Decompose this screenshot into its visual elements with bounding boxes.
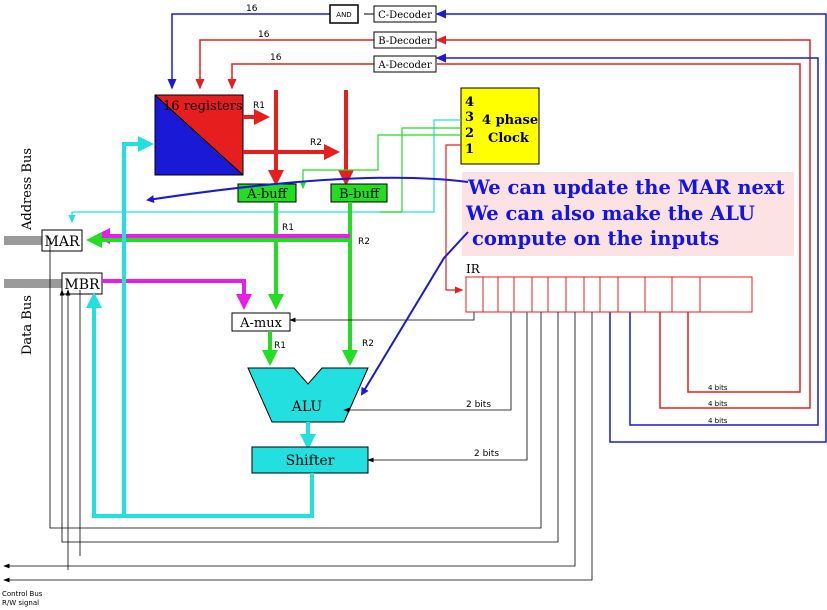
b-decoder-line: [435, 35, 811, 409]
annotation-line-3: compute on the inputs: [472, 227, 719, 250]
svg-text:R/W signal: R/W signal: [2, 599, 39, 607]
b-bus-line: [195, 39, 374, 90]
decoders: AND C-Decoder B-Decoder A-Decoder 16 16 …: [246, 4, 437, 73]
a-decoder-line: [435, 53, 819, 426]
a-decoder: [373, 55, 437, 73]
svg-text:R2: R2: [358, 237, 370, 247]
a-decoder-red-line: [437, 63, 801, 393]
svg-text:R1: R1: [282, 223, 294, 233]
annotation-line-2: We can also make the ALU: [465, 202, 755, 225]
svg-text:B-buff: B-buff: [339, 187, 381, 202]
c-decoder: [373, 5, 437, 23]
svg-text:R2: R2: [310, 138, 322, 148]
svg-text:A-buff: A-buff: [246, 187, 288, 202]
svg-text:2: 2: [465, 126, 474, 141]
svg-text:Control Bus: Control Bus: [2, 590, 43, 598]
svg-text:ALU: ALU: [291, 399, 323, 415]
clock: 4 3 2 1 4 phase Clock: [68, 87, 540, 294]
a-decoder-label: A-Decoder: [377, 60, 431, 71]
mar-path: MAR Address Bus: [4, 148, 350, 252]
alu: ALU 2 bits: [247, 312, 512, 450]
svg-text:4 phase: 4 phase: [482, 113, 538, 128]
c-decoder-label: C-Decoder: [378, 10, 432, 21]
c-bus-line: [167, 13, 330, 90]
instruction-register: IR 4 bits 4 bits 4 bits: [465, 262, 753, 425]
svg-text:3: 3: [465, 110, 474, 125]
buffers: A-buff B-buff R1 R2: [237, 183, 388, 366]
svg-text:Address Bus: Address Bus: [20, 148, 35, 231]
svg-text:4: 4: [465, 95, 474, 110]
registers-label: 16 registers: [163, 99, 243, 114]
svg-text:4 bits: 4 bits: [708, 417, 728, 425]
svg-text:Data Bus: Data Bus: [20, 295, 35, 355]
c-decoder-line: [435, 9, 827, 443]
and-gate: [329, 4, 359, 24]
svg-text:4 bits: 4 bits: [708, 384, 728, 392]
register-outputs: R1 R2: [243, 90, 354, 186]
register-file: 16 registers: [154, 94, 244, 176]
svg-text:R1: R1: [253, 101, 265, 111]
control-lines: [167, 9, 827, 443]
c-bus-width: 16: [246, 4, 258, 14]
annotation-line-1: We can update the MAR next: [467, 176, 785, 199]
b-decoder: [373, 31, 437, 49]
a-bus-line: [227, 63, 374, 90]
shifter: Shifter 2 bits: [86, 136, 528, 518]
svg-text:A-mux: A-mux: [239, 316, 282, 331]
and-gate-label: AND: [336, 11, 351, 19]
svg-text:Shifter: Shifter: [286, 453, 335, 469]
b-bus-width: 16: [258, 30, 270, 40]
svg-text:1: 1: [465, 142, 474, 157]
a-bus-width: 16: [270, 53, 282, 63]
mbr-path: MBR Data Bus: [4, 272, 252, 355]
svg-text:Clock: Clock: [488, 131, 530, 146]
svg-text:MBR: MBR: [64, 277, 100, 293]
annotation: We can update the MAR next We can also m…: [146, 172, 794, 396]
svg-text:R2: R2: [362, 339, 374, 349]
bottom-control-lines: Control Bus R/W signal: [2, 238, 593, 607]
svg-text:4 bits: 4 bits: [708, 400, 728, 408]
svg-text:R1: R1: [274, 341, 286, 351]
svg-text:IR: IR: [466, 262, 481, 276]
svg-text:MAR: MAR: [45, 234, 80, 250]
svg-text:2 bits: 2 bits: [466, 400, 491, 410]
a-mux: A-mux R1 R2: [231, 312, 475, 366]
svg-text:2 bits: 2 bits: [474, 449, 499, 459]
b-decoder-label: B-Decoder: [378, 36, 432, 47]
